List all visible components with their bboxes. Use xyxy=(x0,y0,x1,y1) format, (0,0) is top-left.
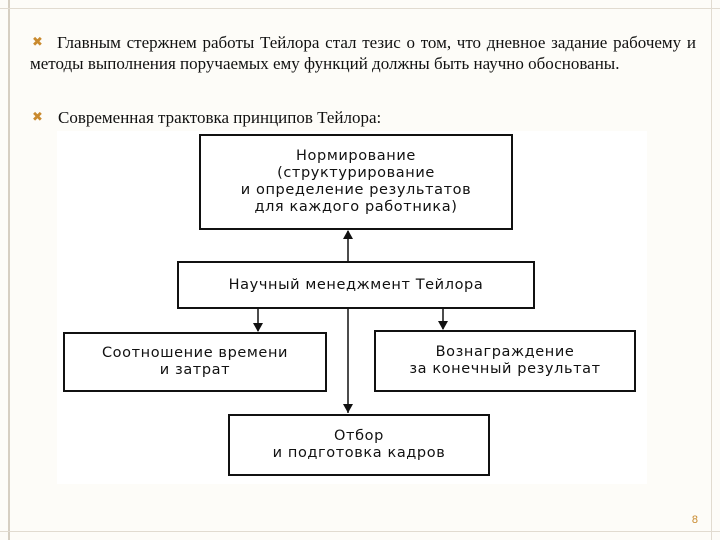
slide-border-top xyxy=(0,8,720,9)
bullet-paragraph-1: Главным стержнем работы Тейлора стал тез… xyxy=(30,33,696,73)
diagram-connectors xyxy=(253,230,448,413)
x-bullet-icon: ✖ xyxy=(32,35,43,50)
slide-border-bottom xyxy=(0,531,720,532)
box-reward: Вознаграждение за конечный результат xyxy=(374,330,636,392)
arrowhead-left-down xyxy=(253,323,263,332)
box-scientific-management: Научный менеджмент Тейлора xyxy=(177,261,535,309)
bullet-paragraph-2: Современная трактовка принципов Тейлора: xyxy=(58,108,382,127)
taylor-principles-diagram: Нормирование (структурирование и определ… xyxy=(57,131,647,484)
x-bullet-icon: ✖ xyxy=(32,110,43,125)
arrowhead-right-down xyxy=(438,321,448,330)
arrowhead-up xyxy=(343,230,353,239)
box-time-cost-ratio: Соотношение времени и затрат xyxy=(63,332,327,392)
box-normirovanie: Нормирование (структурирование и определ… xyxy=(199,134,513,230)
arrowhead-bottom-down xyxy=(343,404,353,413)
slide-border-left xyxy=(8,0,10,540)
box-selection-training: Отбор и подготовка кадров xyxy=(228,414,490,476)
slide-border-right xyxy=(711,0,712,540)
page-number: 8 xyxy=(691,514,698,526)
